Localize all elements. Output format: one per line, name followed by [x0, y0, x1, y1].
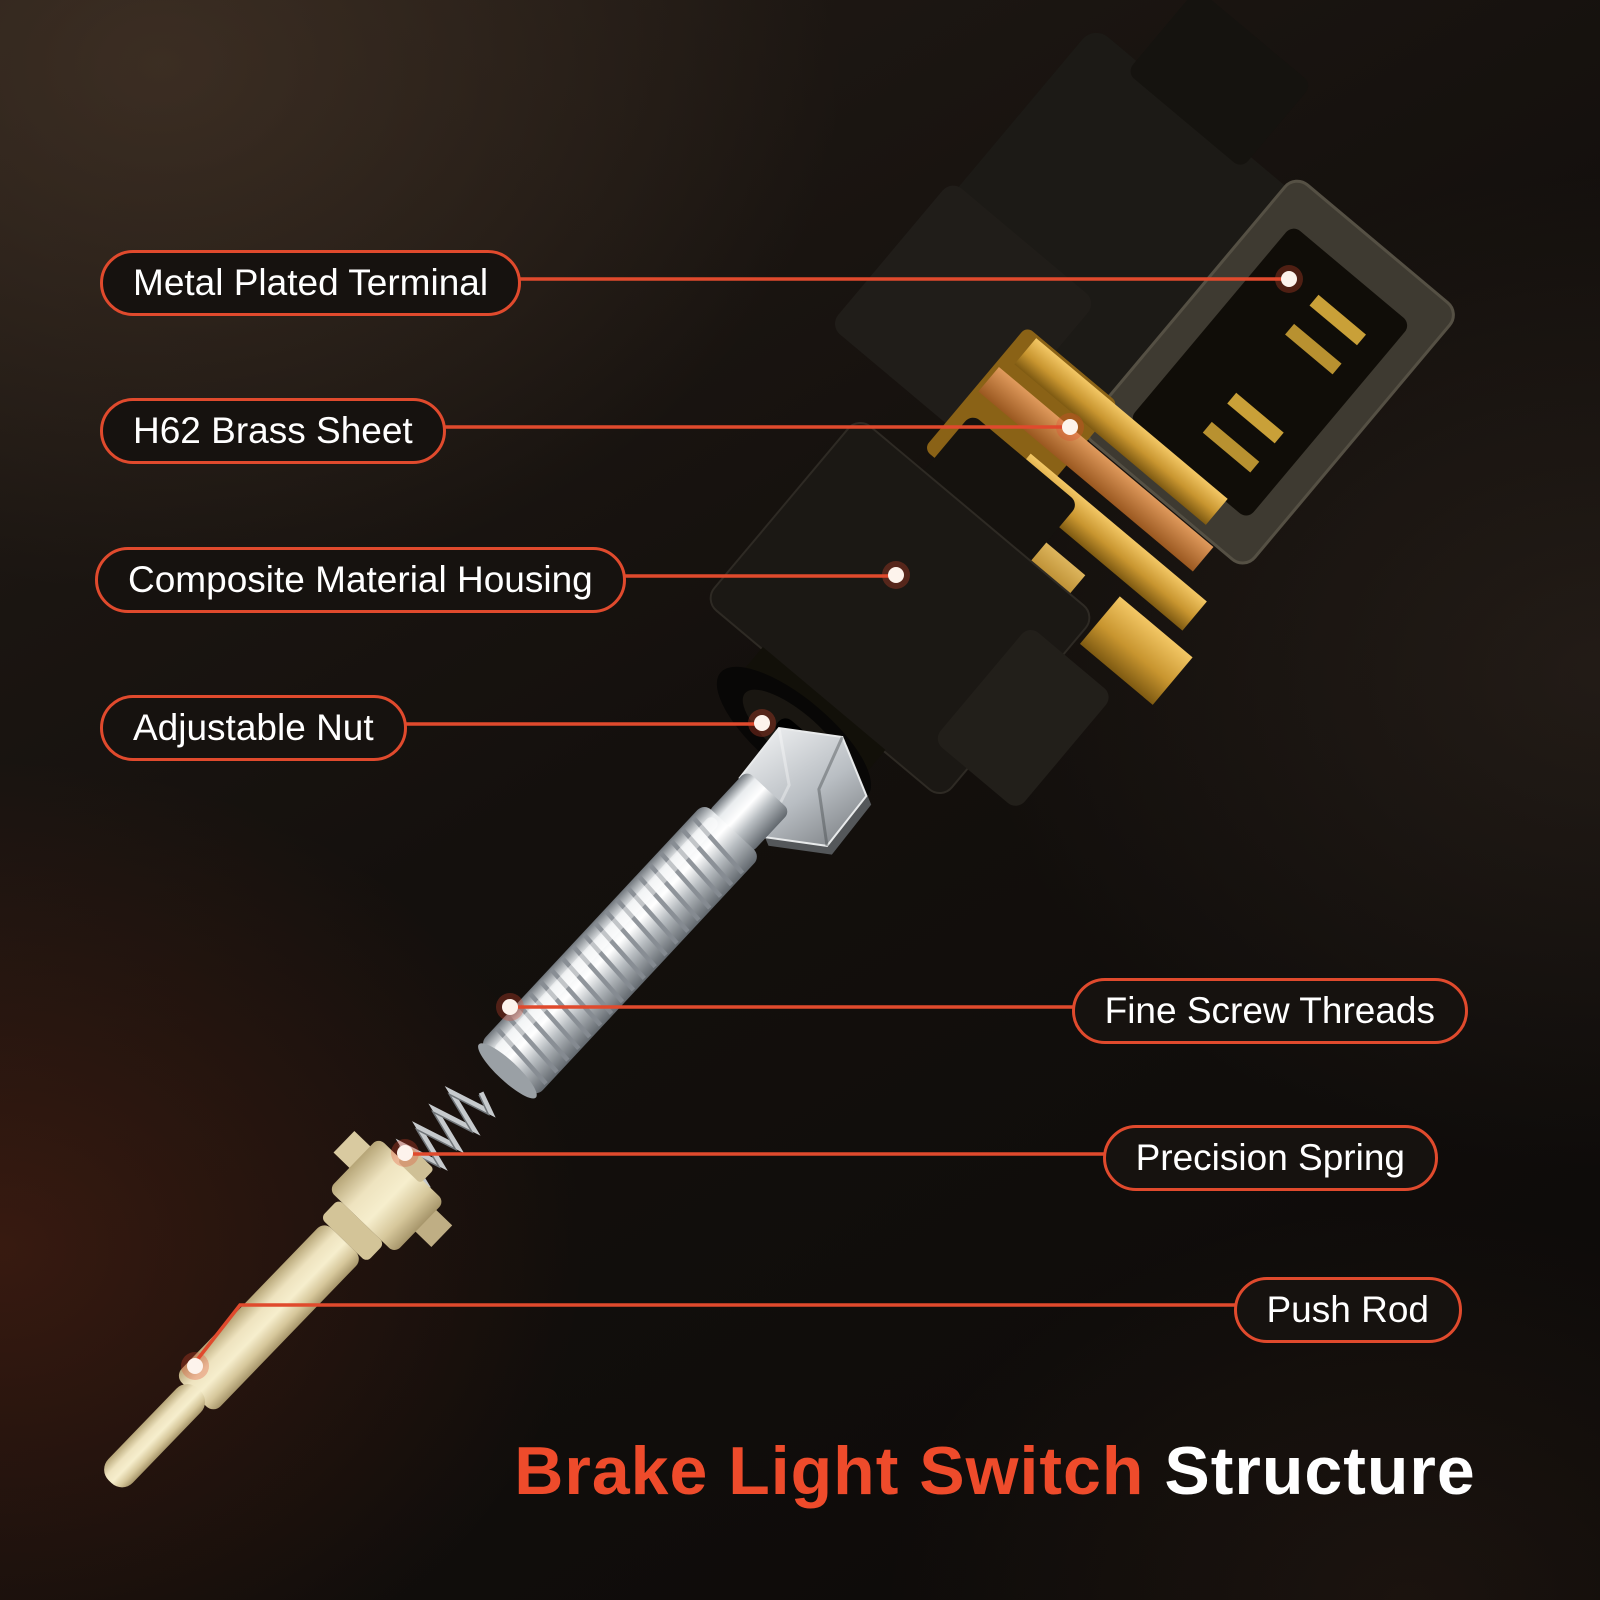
label-fine-screw-threads: Fine Screw Threads — [1071, 978, 1468, 1045]
push-rod-illustration — [104, 1130, 453, 1488]
label-precision-spring: Precision Spring — [1102, 1125, 1438, 1192]
leader-lines — [195, 277, 1290, 1362]
page-title-highlight: Brake Light Switch — [514, 1433, 1145, 1509]
label-h62-brass-sheet: H62 Brass Sheet — [100, 398, 446, 465]
label-composite-material-housing: Composite Material Housing — [95, 547, 626, 614]
leader-line-push-rod — [195, 1303, 1290, 1362]
threaded-stud-illustration — [478, 773, 788, 1099]
leader-dots — [181, 265, 1303, 1380]
page-title-rest: Structure — [1164, 1433, 1476, 1509]
label-push-rod: Push Rod — [1233, 1277, 1462, 1344]
label-adjustable-nut: Adjustable Nut — [100, 695, 407, 762]
label-metal-plated-terminal: Metal Plated Terminal — [100, 250, 522, 317]
